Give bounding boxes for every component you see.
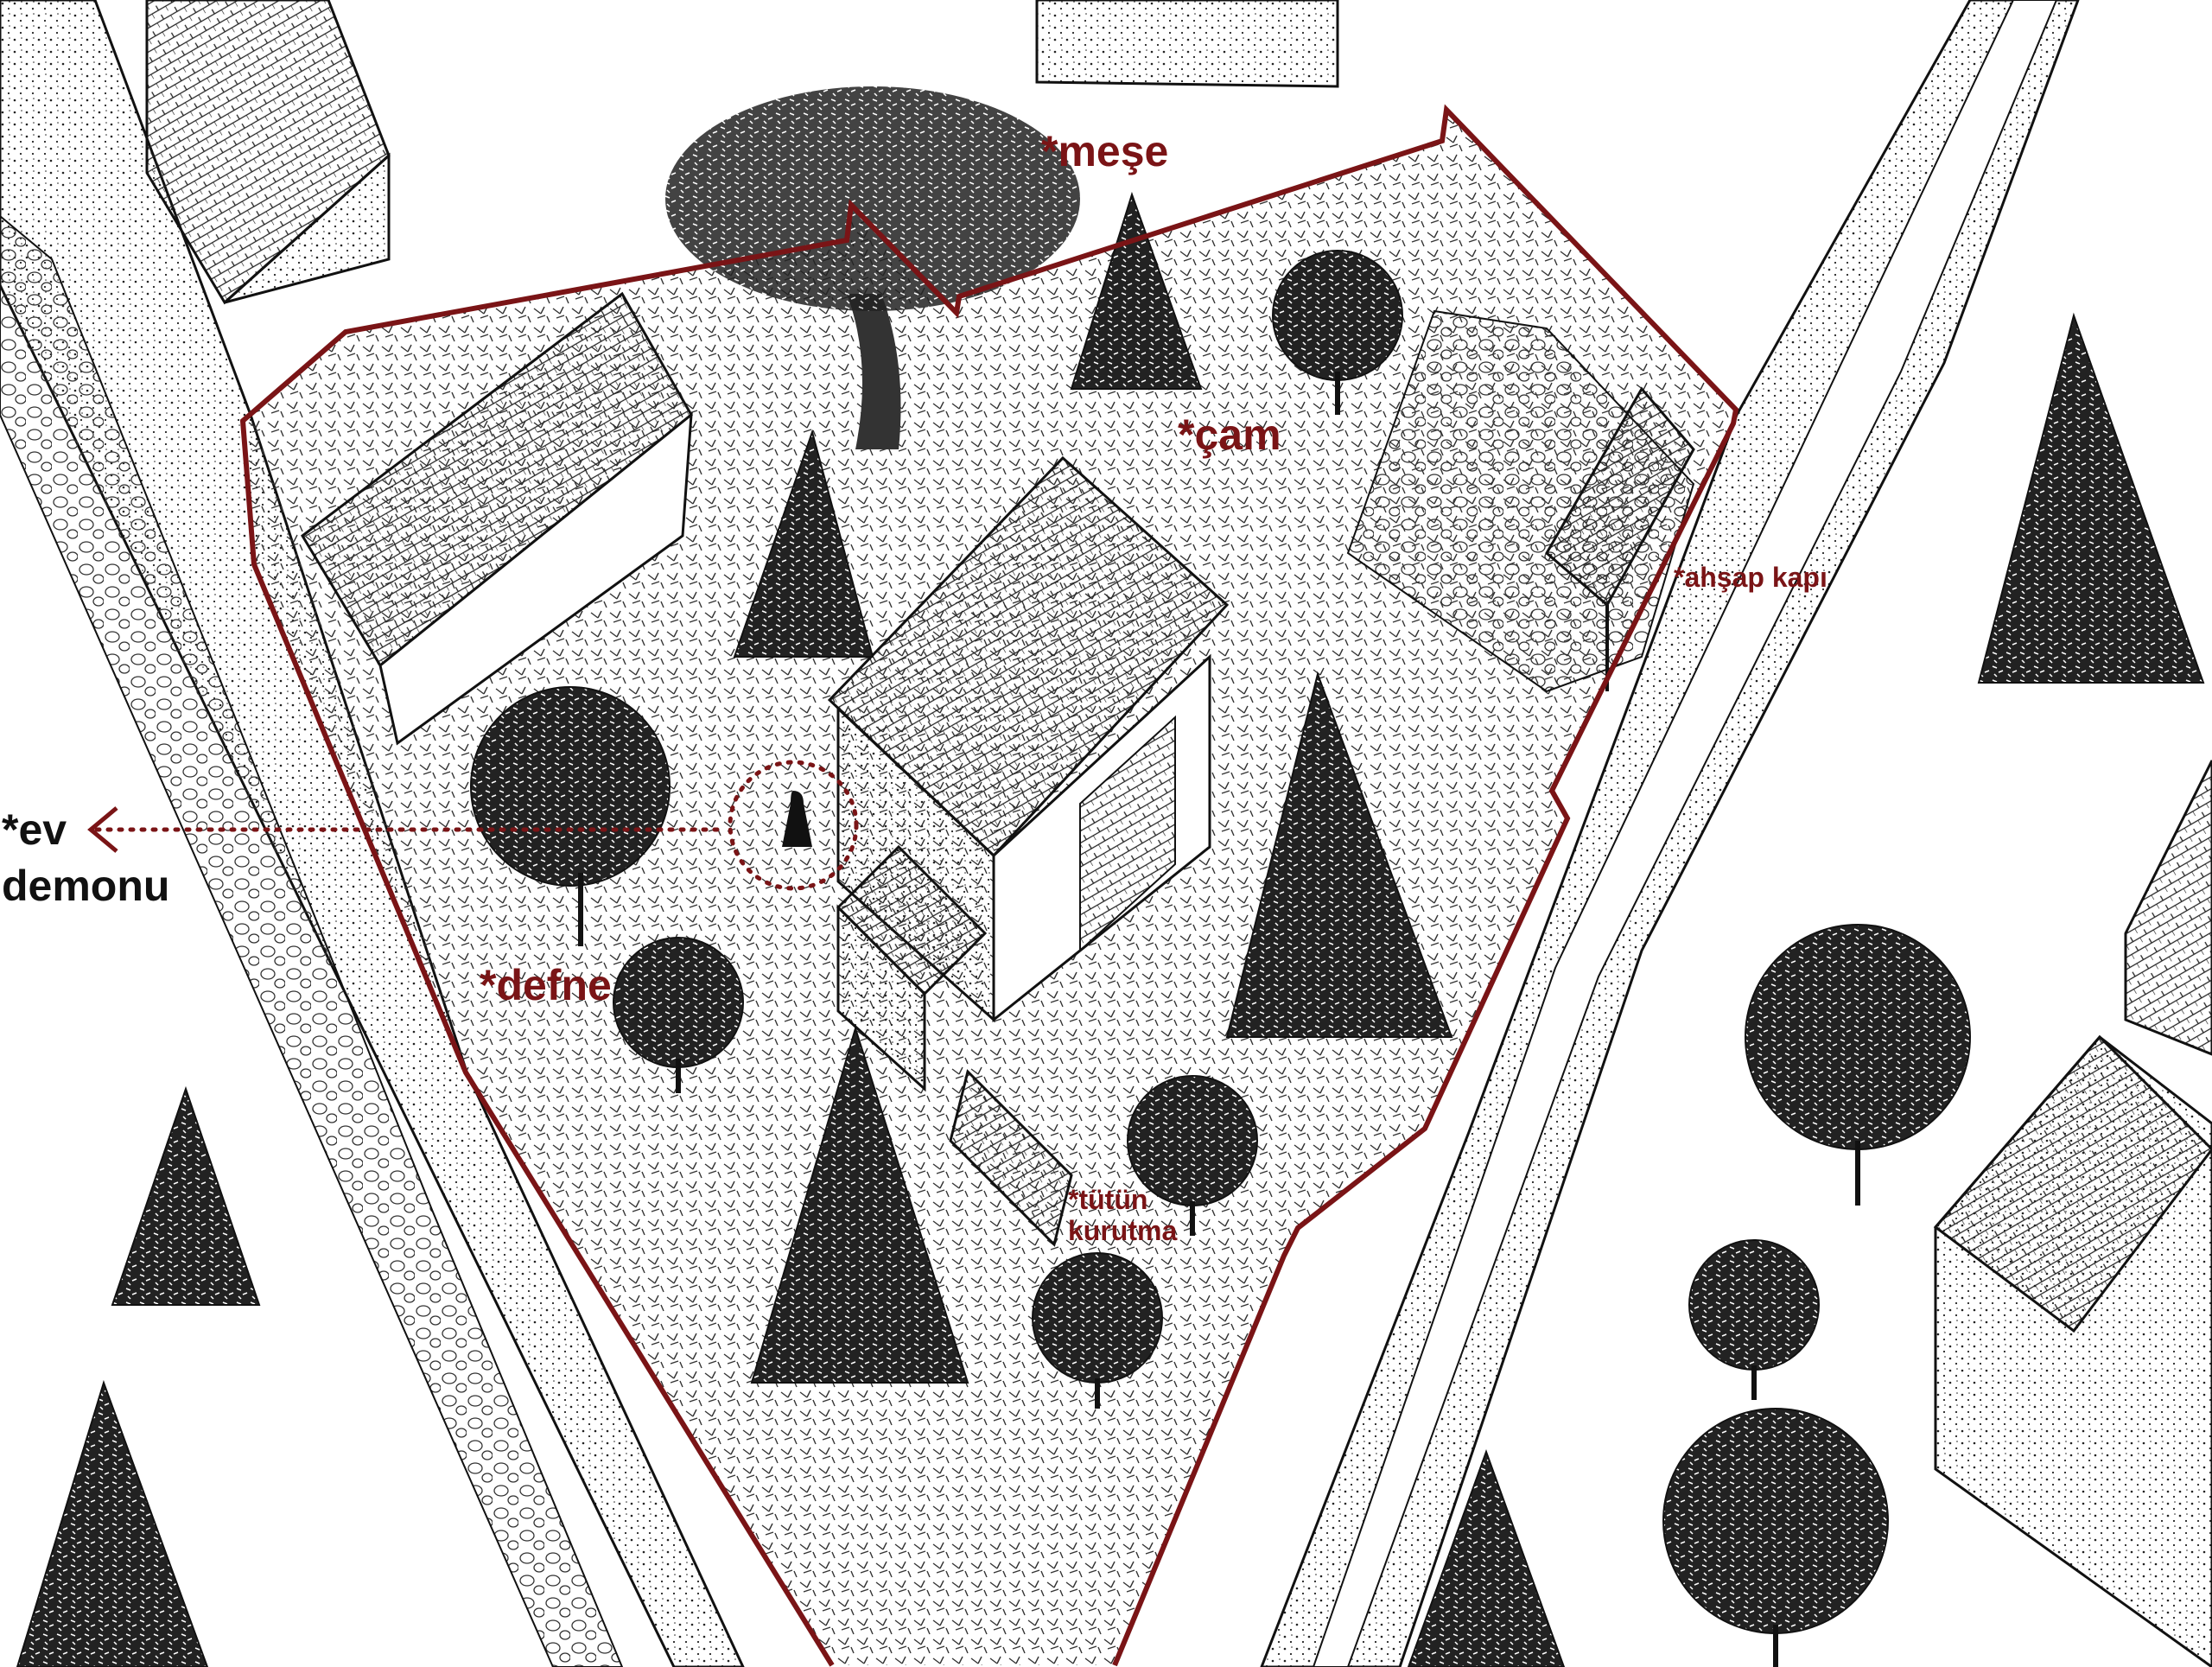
label-ev-demonu-line1: *ev <box>2 805 67 854</box>
deciduous-trees <box>470 250 1971 1634</box>
barn <box>301 291 693 746</box>
label-tutun-line1: *tütün <box>1068 1184 1148 1215</box>
tobacco-drying-rack <box>949 1069 1073 1247</box>
label-ahsap-kapi: *ahşap kapı <box>1674 562 1827 593</box>
conifer-trees <box>16 191 2205 1667</box>
label-cam: *çam <box>1178 410 1281 459</box>
property-boundary <box>239 104 1739 1667</box>
label-mese: *meşe <box>1041 127 1169 175</box>
neighbor-buildings <box>145 0 2212 1667</box>
main-house <box>827 455 1230 1092</box>
label-tutun-line2: kurutma <box>1068 1215 1178 1246</box>
label-ev-demonu-line2: demonu <box>2 862 170 910</box>
house-demon-marker <box>87 760 859 891</box>
right-road <box>1260 0 2080 1667</box>
label-defne: *defne <box>480 961 612 1009</box>
tree-trunks <box>578 372 1860 1667</box>
